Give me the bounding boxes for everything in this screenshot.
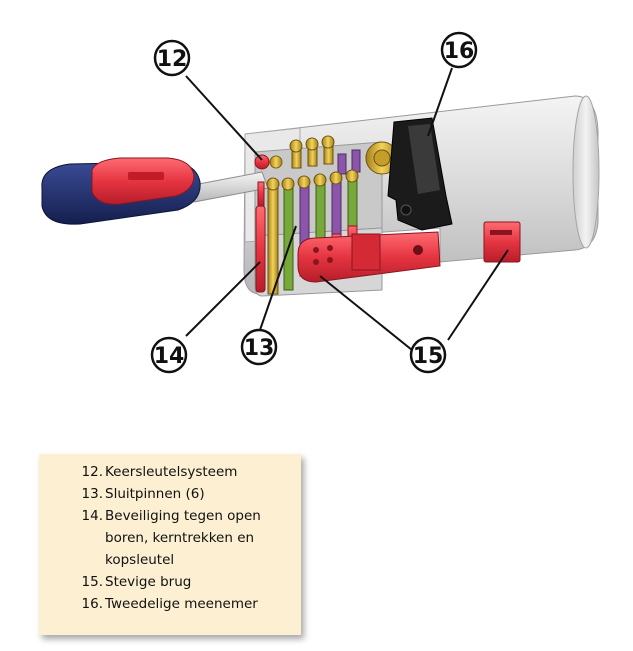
leader-line-16 [427,67,453,137]
legend-item: 14. Beveiliging tegen open boren, kerntr… [79,505,293,571]
leader-line-15b [447,249,509,341]
legend-item: 13. Sluitpinnen (6) [79,483,293,505]
leader-line-14 [185,261,261,337]
callout-14: 14 [150,336,188,374]
legend-box: 12. Keersleutelsysteem 13. Sluitpinnen (… [39,454,301,635]
legend-item-number: 16. [81,596,103,612]
callout-16: 16 [440,31,478,69]
sturdy-bridge [297,221,521,283]
key-logo [128,172,164,180]
reversible-key-system [254,154,283,170]
reversible-key [41,157,269,225]
two-piece-cam [365,117,453,231]
callout-label-13: 13 [244,336,275,361]
leader-line-12 [185,75,263,161]
callout-15: 15 [409,336,447,374]
leader-line-13 [259,225,297,331]
callout-label-12: 12 [157,47,188,72]
legend-item-number: 12. [81,464,103,480]
legend-item-number: 13. [81,486,103,502]
legend-item-text: Tweedelige meenemer [105,596,258,612]
callout-label-16: 16 [444,39,475,64]
leader-lines [185,67,509,351]
callout-label-14: 14 [154,344,185,369]
legend-item-text: Stevige brug [105,574,192,590]
callout-13: 13 [240,328,278,366]
legend-item-number: 14. [81,508,103,524]
legend-item-text: Keersleutelsysteem [105,464,238,480]
anti-drill-protection [255,181,266,293]
legend-list: 12. Keersleutelsysteem 13. Sluitpinnen (… [79,461,293,615]
lock-cylinder-illustration: 12 16 14 13 15 [41,31,600,374]
legend-item-text: Sluitpinnen (6) [105,486,205,502]
legend-item-text: Beveiliging tegen open boren, kerntrekke… [105,508,261,568]
legend-item: 16. Tweedelige meenemer [79,593,293,615]
legend-item-number: 15. [81,574,103,590]
callout-12: 12 [153,39,191,77]
callout-label-15: 15 [413,344,444,369]
legend-item: 12. Keersleutelsysteem [79,461,293,483]
legend-item: 15. Stevige brug [79,571,293,593]
leader-line-15a [319,275,413,351]
lock-cylinder-diagram: 12 16 14 13 15 [41,31,600,374]
